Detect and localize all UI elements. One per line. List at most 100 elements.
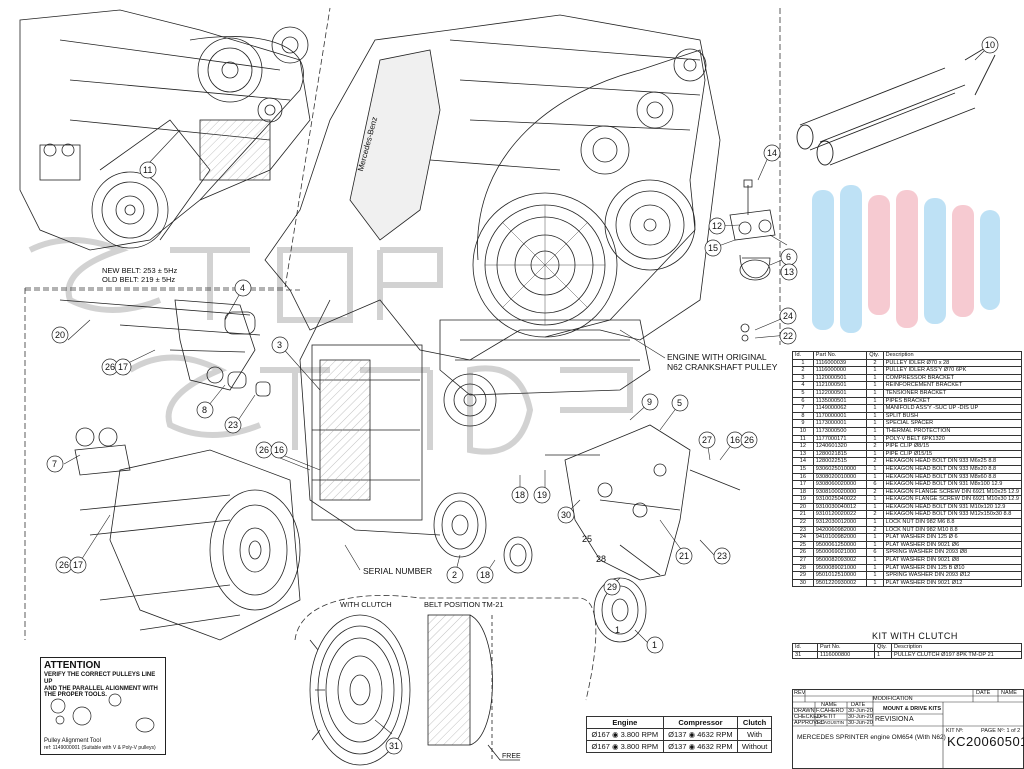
callout-19: 19 [537, 490, 548, 500]
callout-6: 6 [786, 252, 792, 262]
parts-cell: 2 [866, 358, 884, 368]
section-borders [24, 7, 781, 701]
parts-cell: 1 [866, 578, 884, 588]
tb-kit-no-label: KIT Nº: [946, 728, 964, 734]
free-label: FREE [502, 753, 521, 760]
parts-cell: 1 [866, 495, 884, 504]
table-row: Ø167 ◉ 3.800 RPM Ø137 ◉ 4632 RPM With [586, 728, 772, 741]
parts-cell: 4 [792, 381, 814, 390]
parts-cell: 6 [866, 548, 884, 558]
parts-cell: 2 [792, 366, 814, 375]
spec-cell: With [737, 728, 772, 741]
spec-col-clutch: Clutch [737, 716, 772, 729]
col-qty: Qty. [866, 351, 884, 360]
parts-cell: 1173000001 [812, 419, 868, 428]
attention-text-3: THE PROPER TOOLS. [44, 692, 107, 699]
parts-cell: 1116000039 [812, 358, 868, 368]
parts-cell: 1 [866, 518, 884, 527]
kit-table-header: Id. Part No. Qty. Description [792, 643, 1022, 652]
main-engine-view [264, 14, 721, 536]
tb-name: NAME [1001, 690, 1017, 696]
parts-cell: 27 [792, 556, 814, 565]
parts-cell: 1 [866, 381, 884, 390]
tb-page: PAGE Nº: 1 of 2 [981, 728, 1021, 734]
parts-cell: 9410100982000 [812, 533, 868, 542]
pipe-clips [729, 179, 776, 342]
parts-cell: PLAT WASHER DIN 125 Ø 6 [882, 533, 1023, 542]
parts-cell: 6 [866, 480, 884, 489]
callout-12: 12 [712, 221, 723, 231]
parts-cell: 1240601320 [812, 442, 868, 451]
parts-cell: PIPES BRACKET [882, 396, 1023, 406]
kit-cell: 31 [792, 650, 818, 660]
engine-label-line1: ENGINE WITH ORIGINAL [667, 352, 767, 362]
clutch-pulley-detail [309, 614, 411, 766]
parts-cell: HEXAGON HEAD BOLT DIN 933 M12x150x30 8.8 [882, 510, 1023, 520]
tb-approved: APPROVED [794, 720, 825, 726]
parts-cell: 29 [792, 571, 814, 580]
parts-cell: 22 [792, 518, 814, 527]
parts-cell: 1 [866, 449, 884, 459]
kit-cell: 1 [874, 650, 892, 660]
parts-cell: 20 [792, 502, 814, 512]
callout-29: 29 [607, 582, 618, 592]
parts-cell: 26 [792, 548, 814, 558]
callout-18-b: 18 [515, 490, 526, 500]
tb-checked-name: J.PETIT [816, 714, 836, 720]
parts-cell: 9501220930002 [812, 578, 868, 588]
parts-cell: PIPE CLIP Ø15/15 [882, 449, 1023, 459]
parts-cell: HEXAGON HEAD BOLT DIN 933 M8x20 8.8 [882, 464, 1023, 474]
col-description: Description [882, 351, 1023, 360]
parts-cell: 2 [866, 525, 884, 535]
callout-25: 25 [582, 534, 593, 544]
parts-cell: SPRING WASHER DIN 2093 Ø8 [882, 548, 1023, 558]
callout-26-d: 26 [744, 435, 755, 445]
pulley-spec-table: Engine Compressor Clutch Ø167 ◉ 3.800 RP… [586, 716, 772, 753]
callout-16-b: 16 [730, 435, 741, 445]
callout-3: 3 [277, 340, 283, 350]
callout-20: 20 [55, 330, 66, 340]
compressor-bracket [59, 299, 271, 397]
callout-1-b: 1 [615, 625, 621, 635]
parts-cell: REINFORCEMENT BRACKET [882, 381, 1023, 390]
parts-cell: 12 [792, 442, 814, 451]
spec-cell: Without [737, 740, 772, 753]
parts-cell: 18 [792, 487, 814, 497]
callout-17-b: 17 [73, 560, 84, 570]
parts-cell: 14 [792, 457, 814, 466]
tb-product: MERCEDES SPRINTER engine OM654 (With N62… [797, 734, 946, 741]
callout-17: 17 [118, 362, 129, 372]
spec-cell: Ø137 ◉ 4632 RPM [662, 728, 739, 741]
tb-col-date: DATE [851, 702, 866, 708]
parts-cell: 7 [792, 404, 814, 413]
kit-cell: PULLEY CLUTCH Ø197 8PK TM-DP 21 [891, 650, 1022, 660]
parts-cell: 1 [866, 366, 884, 375]
spec-col-compressor: Compressor [662, 716, 739, 729]
parts-cell: 23 [792, 525, 814, 535]
parts-cell: 5 [792, 388, 814, 398]
parts-cell: 24 [792, 533, 814, 542]
parts-cell: PULLEY IDLER ASS'Y Ø70 6PK [882, 366, 1023, 375]
parts-cell: SPRING WASHER DIN 2093 Ø12 [882, 571, 1023, 580]
callout-21: 21 [679, 551, 690, 561]
parts-cell: 3 [792, 373, 814, 383]
tb-date: DATE [976, 690, 991, 696]
parts-cell: HEXAGON HEAD BOLT DIN 933 M8x60 8.8 [882, 472, 1023, 482]
table-row: Ø167 ◉ 3.800 RPM Ø137 ◉ 4632 RPM Without [586, 740, 772, 753]
parts-cell: HEXAGON HEAD BOLT DIN 931 M8x100 12.9 [882, 480, 1023, 489]
parts-cell: 9308060020000 [812, 480, 868, 489]
parts-cell: 1177000171 [812, 434, 868, 444]
belt-position-section [427, 614, 520, 761]
serial-number-label: SERIAL NUMBER [363, 566, 433, 576]
